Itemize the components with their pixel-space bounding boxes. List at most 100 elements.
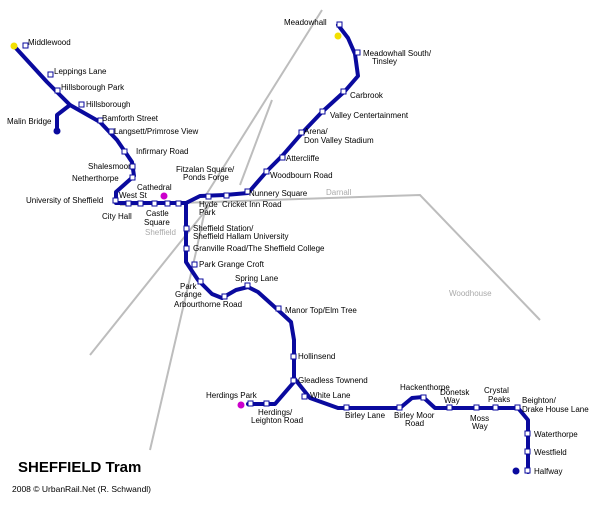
map-credit: 2008 © UrbanRail.Net (R. Schwandl) bbox=[12, 484, 151, 494]
stop-granville[interactable] bbox=[183, 245, 190, 252]
stop-cathedral[interactable] bbox=[164, 200, 171, 207]
label-park-grange-2: Grange bbox=[175, 290, 202, 299]
label-fitzalan-2: Ponds Forge bbox=[183, 173, 229, 182]
stop-cricket-inn[interactable] bbox=[223, 192, 230, 199]
stop-middlewood[interactable] bbox=[22, 42, 29, 49]
label-leppings-lane: Leppings Lane bbox=[54, 67, 107, 76]
stop-manor-top[interactable] bbox=[275, 305, 282, 312]
stop-spring-lane[interactable] bbox=[244, 282, 251, 289]
stop-sheffield-station[interactable] bbox=[183, 225, 190, 232]
stop-waterthorpe[interactable] bbox=[524, 430, 531, 437]
label-halfway: Halfway bbox=[534, 467, 562, 476]
label-nunnery: Nunnery Square bbox=[249, 189, 308, 198]
stop-nunnery[interactable] bbox=[244, 188, 251, 195]
rail-lines bbox=[89, 9, 541, 451]
stop-city-hall[interactable] bbox=[137, 200, 144, 207]
park-ride-marker-herdings-park bbox=[237, 401, 245, 409]
tram-line-herdings bbox=[246, 380, 296, 406]
stop-westfield[interactable] bbox=[524, 448, 531, 455]
terminus-marker-middlewood bbox=[10, 42, 18, 50]
label-arena-1: Arena/ bbox=[304, 127, 328, 136]
stop-infirmary-road[interactable] bbox=[121, 148, 128, 155]
park-ride-marker-cathedral bbox=[160, 192, 168, 200]
label-hillsborough: Hillsborough bbox=[86, 100, 130, 109]
label-granville: Granville Road/The Sheffield College bbox=[193, 244, 325, 253]
label-herdings-leighton-2: Leighton Road bbox=[251, 416, 303, 425]
label-woodbourn: Woodbourn Road bbox=[270, 171, 333, 180]
stop-valley-centertainment[interactable] bbox=[319, 108, 326, 115]
label-beighton-1: Beighton/ bbox=[522, 396, 557, 405]
stop-bamforth-street[interactable] bbox=[97, 117, 104, 124]
stop-halfway[interactable] bbox=[524, 467, 531, 474]
stop-donetsk[interactable] bbox=[446, 404, 453, 411]
tram-line-malin-bridge bbox=[55, 103, 72, 132]
stop-crystal-peaks[interactable] bbox=[492, 404, 499, 411]
stop-hillsborough-park[interactable] bbox=[54, 87, 61, 94]
label-crystal-peaks-1: Crystal bbox=[484, 386, 509, 395]
stop-west-st[interactable] bbox=[125, 200, 132, 207]
label-valley-centertainment: Valley Centertainment bbox=[330, 111, 409, 120]
rail-label-woodhouse: Woodhouse bbox=[449, 289, 492, 298]
stop-beighton[interactable] bbox=[514, 404, 521, 411]
stop-birley-moor[interactable] bbox=[396, 404, 403, 411]
label-donetsk-2: Way bbox=[444, 396, 460, 405]
label-arena-2: Don Valley Stadium bbox=[304, 136, 374, 145]
stop-woodbourn[interactable] bbox=[263, 168, 270, 175]
stop-leppings-lane[interactable] bbox=[47, 71, 54, 78]
stop-herdings-leighton[interactable] bbox=[263, 400, 270, 407]
stop-attercliffe[interactable] bbox=[279, 154, 286, 161]
rail-label-darnall: Darnall bbox=[326, 188, 352, 197]
terminus-marker-malin-bridge bbox=[53, 127, 61, 135]
label-fitzalan-1: Fitzalan Square/ bbox=[176, 165, 235, 174]
stop-white-lane[interactable] bbox=[301, 393, 308, 400]
stop-meadowhall[interactable] bbox=[336, 21, 343, 28]
stop-castle-square[interactable] bbox=[151, 200, 158, 207]
stop-fitzalan[interactable] bbox=[175, 200, 182, 207]
label-park-grange-croft: Park Grange Croft bbox=[199, 260, 265, 269]
label-sheffield-station-1: Sheffield Station/ bbox=[193, 224, 254, 233]
rail-line-east bbox=[119, 193, 541, 321]
rail-line-north bbox=[205, 9, 323, 196]
stop-gleadless[interactable] bbox=[290, 377, 297, 384]
stop-hillsborough[interactable] bbox=[78, 101, 85, 108]
label-meadowhall: Meadowhall bbox=[284, 18, 327, 27]
label-birley-moor-2: Road bbox=[405, 419, 424, 428]
label-moss-way-2: Way bbox=[472, 422, 488, 431]
label-moss-way-1: Moss bbox=[470, 414, 489, 423]
label-attercliffe: Attercliffe bbox=[286, 154, 320, 163]
label-spring-lane: Spring Lane bbox=[235, 274, 279, 283]
rail-line-south bbox=[149, 204, 207, 451]
stop-hackenthorpe[interactable] bbox=[420, 394, 427, 401]
stop-netherthorpe[interactable] bbox=[129, 174, 136, 181]
stop-park-grange[interactable] bbox=[197, 278, 204, 285]
label-sheffield-station-2: Sheffield Hallam University bbox=[193, 232, 288, 241]
label-donetsk-1: Donetsk bbox=[440, 388, 470, 397]
stop-herdings-park[interactable] bbox=[247, 400, 254, 407]
stop-meadowhall-south[interactable] bbox=[354, 49, 361, 56]
label-middlewood: Middlewood bbox=[28, 38, 71, 47]
label-white-lane: White Lane bbox=[310, 391, 351, 400]
stop-arena[interactable] bbox=[298, 129, 305, 136]
stop-langsett[interactable] bbox=[108, 128, 115, 135]
stop-shalesmoor[interactable] bbox=[129, 163, 136, 170]
rail-line-sw bbox=[89, 204, 211, 356]
stop-hyde-park[interactable] bbox=[205, 193, 212, 200]
station-stops bbox=[22, 21, 531, 474]
label-cathedral: Cathedral bbox=[137, 183, 172, 192]
label-westfield: Westfield bbox=[534, 448, 567, 457]
stop-moss-way[interactable] bbox=[473, 404, 480, 411]
label-city-hall: City Hall bbox=[102, 212, 132, 221]
stop-university[interactable] bbox=[112, 197, 119, 204]
stop-birley-lane[interactable] bbox=[343, 404, 350, 411]
label-cricket-inn: Cricket Inn Road bbox=[222, 200, 282, 209]
label-park-grange-1: Park bbox=[180, 282, 197, 291]
stop-hollinsend[interactable] bbox=[290, 353, 297, 360]
label-manor-top: Manor Top/Elm Tree bbox=[285, 306, 357, 315]
stop-arbourthorne[interactable] bbox=[221, 293, 228, 300]
label-malin-bridge: Malin Bridge bbox=[7, 117, 52, 126]
label-birley-lane: Birley Lane bbox=[345, 411, 386, 420]
stop-carbrook[interactable] bbox=[340, 88, 347, 95]
label-gleadless: Gleadless Townend bbox=[298, 376, 368, 385]
stop-park-grange-croft[interactable] bbox=[191, 261, 198, 268]
